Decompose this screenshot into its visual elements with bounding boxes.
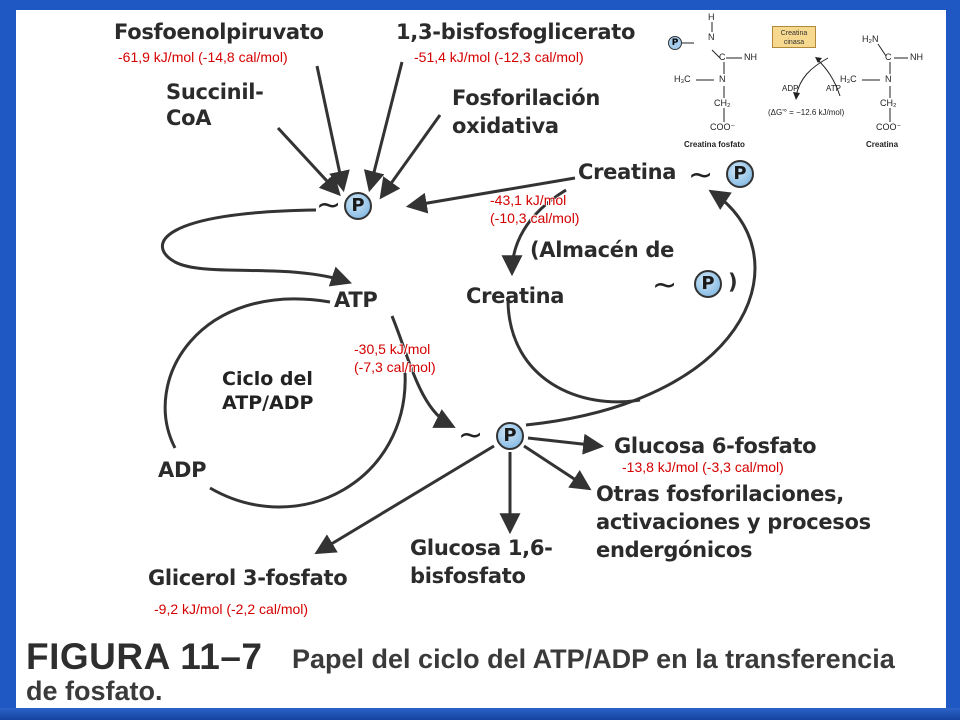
energy-bpg: -51,4 kJ/mol (-12,3 cal/mol) [414,49,584,65]
inset-atom-h3c-left: H₃C [674,74,691,84]
figure-caption-line1: Papel del ciclo del ATP/ADP en la transf… [292,644,895,674]
inset-atom-n2-left: N [719,74,726,84]
label-phosphoenolpyruvate: Fosfoenolpiruvato [114,20,324,44]
label-oxphos-line1: Fosforilación [452,86,601,110]
phosphate-icon-storage: P [694,270,722,298]
tilde-bond-top: ~ [316,188,342,223]
energy-glycerol: -9,2 kJ/mol (-2,2 cal/mol) [154,601,309,617]
arrow-bpg [363,61,404,193]
inset-atom-ch2-left: CH₂ [714,98,731,108]
inset-atom-nh-left: NH [744,52,757,62]
label-oxphos-line2: oxidativa [452,114,559,138]
phosphate-icon-bottom: P [496,422,524,450]
label-succinyl-line1: Succinil- [166,80,264,104]
arrow-creatine-p [405,176,576,214]
label-creatine: Creatina [466,284,565,308]
label-glucose-16-line1: Glucosa 1,6- [410,536,553,560]
slide-background [16,10,946,708]
tilde-bond-creatine: ~ [688,158,714,193]
inset-atom-h2n: H₂N [862,34,879,44]
tilde-bond-storage: ~ [652,268,678,303]
label-creatine-phosphate: Creatina [578,160,677,184]
inset-atom-c-right: C [885,52,892,62]
inset-name-creatine-phosphate: Creatina fosfato [684,140,745,149]
label-other-line3: endergónicos [596,538,753,562]
inset-atp: ATP [826,84,841,93]
label-storage: (Almacén de [530,238,675,262]
label-glucose-16-line2: bisfosfato [410,564,526,588]
energy-pep: -61,9 kJ/mol (-14,8 cal/mol) [118,49,288,65]
arrow-g6p [527,433,605,455]
inset-enzyme-box: Creatina cinasa [772,26,816,48]
inset-atom-n-left: N [708,32,715,42]
phosphate-icon-top: P [344,192,372,220]
inset-phosphate-icon: P [668,36,682,50]
inset-atom-ch2-right: CH₂ [880,98,897,108]
energy-creatine-line2: (-10,3 cal/mol) [490,210,580,226]
inset-atom-n-right: N [885,74,892,84]
energy-creatine-line1: -43,1 kJ/mol [490,192,567,208]
inset-enzyme-line2: cinasa [783,39,805,46]
energy-atp-line1: -30,5 kJ/mol [354,341,431,357]
arrow-succinyl [276,126,341,197]
arrow-storage [501,188,567,277]
label-other-line1: Otras fosforilaciones, [596,482,844,506]
phosphate-icon-creatine: P [726,160,754,188]
inset-atom-h: H [708,12,715,22]
label-other-line2: activaciones y procesos [596,510,871,534]
inset-atom-h3c-right: H₃C [840,74,857,84]
inset-adp: ADP [782,84,799,93]
inset-creatine-kinase: Creatina cinasa P H N C NH H₃C N CH₂ COO… [650,12,942,162]
arrow-glycerol [314,444,495,555]
label-glucose-6-phosphate: Glucosa 6-fosfato [614,434,817,458]
slide-bottom-bar [0,708,960,720]
label-storage-close: ) [728,270,738,294]
label-succinyl-line2: CoA [166,106,212,130]
arc-storage [506,301,641,404]
arrow-regenerate [525,189,757,427]
inset-atom-nh-right: NH [910,52,923,62]
label-cycle-line1: Ciclo del [222,368,313,390]
energy-atp-line2: (-7,3 cal/mol) [354,359,436,375]
label-cycle-line2: ATP/ADP [222,392,314,414]
inset-enzyme-line1: Creatina [780,30,808,37]
label-glycerol-3-phosphate: Glicerol 3-fosfato [148,566,348,590]
inset-atom-coo-left: COO⁻ [710,122,736,132]
inset-name-creatine: Creatina [866,140,899,149]
arrow-other [523,444,592,491]
arc-atp-cycle [163,297,331,449]
inset-atom-coo-right: COO⁻ [876,122,902,132]
label-adp: ADP [158,458,207,482]
arrow-oxphos [379,114,442,200]
inset-atom-c-left: C [719,52,726,62]
figure-caption-line2: de fosfato. [26,676,163,706]
inset-bonds [682,22,908,122]
arrow-pep [315,65,350,193]
figure-number: FIGURA 11–7 [26,636,263,677]
inset-delta-g: (ΔG'° = −12.6 kJ/mol) [768,108,845,117]
arc-adp-cycle [209,371,407,509]
label-bisphosphoglycerate: 1,3-bisfosfoglicerato [396,20,636,44]
energy-g6p: -13,8 kJ/mol (-3,3 cal/mol) [622,459,784,475]
arrow-p-to-atp [160,208,352,287]
tilde-bond-bottom: ~ [458,418,484,453]
label-atp: ATP [334,288,378,312]
arrow-atp-to-p [390,315,456,428]
